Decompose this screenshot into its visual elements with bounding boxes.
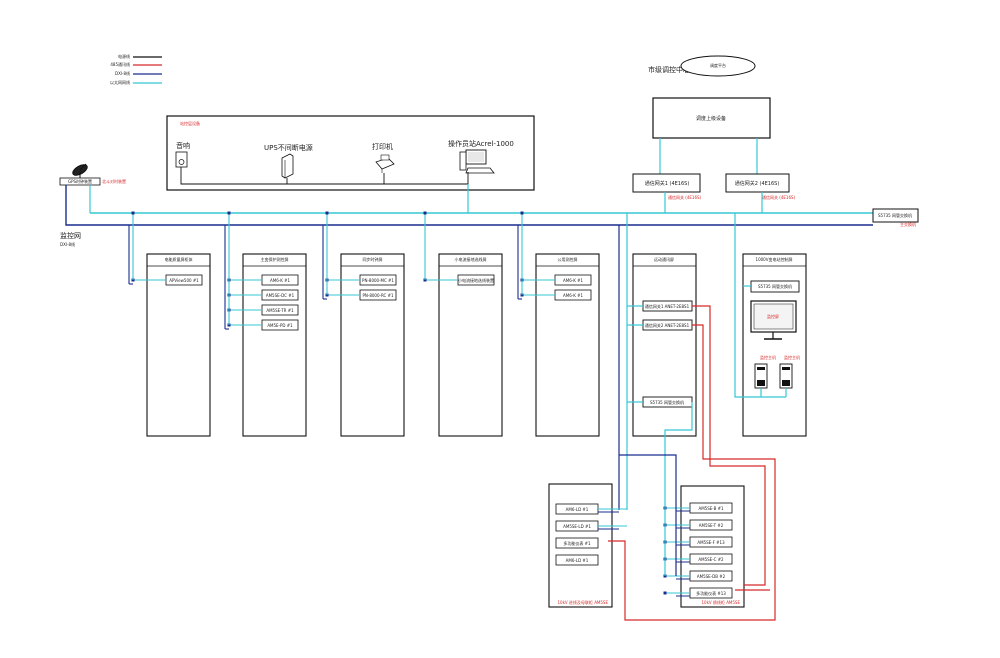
device-label: AM6-K #1 xyxy=(563,278,583,283)
cabinet-title: 小电流接地选线屏 xyxy=(455,256,487,262)
cabinet-title: 电能质量屏柜体 xyxy=(165,256,193,262)
device-label: PN-8000-MC #1 xyxy=(362,278,394,283)
legend-label-dxi: DXI-8线 xyxy=(115,70,130,76)
gateway1-note: 通信网关 (4E16S) xyxy=(668,194,702,200)
comm-gateway2-label: 通信网关2 ANET-2E8S1 xyxy=(645,322,690,328)
dispatch-equipment-box xyxy=(652,97,771,139)
bus-node xyxy=(227,211,231,215)
rs485-loop-2 xyxy=(608,324,776,621)
device-label: AM6-K #1 xyxy=(270,278,290,283)
host2-icon xyxy=(779,363,793,389)
gateway1-label: 通信网关1 (4E16S) xyxy=(645,180,690,187)
dispatch-center-label: 市级调控中心 xyxy=(648,65,690,74)
core-switch-box xyxy=(872,208,919,223)
legend-label-485: 485通讯线 xyxy=(110,61,130,67)
comm-switch-label: S5735 网管交换机 xyxy=(650,399,684,405)
cabinet-title: 主变保护测控屏 xyxy=(261,256,289,262)
monitoring-net-label: 监控网 xyxy=(60,231,81,240)
comm-gateway1-label: 通信网关1 ANET-2E8S1 xyxy=(645,303,690,309)
bus-node xyxy=(423,211,427,215)
field-device-label: AM5SE-F #13 xyxy=(697,540,725,545)
field-left-note: 10kV 进线及母联柜 AM5SE xyxy=(558,599,609,605)
core-switch-note: 主交换机 xyxy=(900,221,916,227)
rs485-loop-1 xyxy=(692,305,766,586)
comm-cabinet-box xyxy=(632,253,697,437)
ups-icon xyxy=(281,153,294,179)
field-device-box xyxy=(555,554,599,566)
comm-cabinet-title: 远动通讯屏 xyxy=(654,256,674,262)
junction-node xyxy=(663,591,667,595)
monitor-label: 监控屏 xyxy=(767,313,779,319)
field-device-label: AM6-LD #1 xyxy=(566,507,589,512)
dispatch-equipment-label: 调度上级设备 xyxy=(696,115,726,122)
dispatch-cloud-label: 调度平台 xyxy=(710,62,726,68)
core-switch-label: S5735 网管交换机 xyxy=(878,212,912,218)
device-label: APView500 #1 xyxy=(169,278,199,283)
bus-node xyxy=(520,211,524,215)
field-device-label: 多功能仪表 #1 xyxy=(563,540,591,546)
gps-clock-note: 北斗对时装置 xyxy=(102,178,126,184)
bus-node xyxy=(131,211,135,215)
station-room-bus xyxy=(180,167,469,185)
operator-station-label: 操作员站Acrel-1000 xyxy=(448,139,514,148)
gateway2-label: 通信网关2 (4E16S) xyxy=(735,180,780,187)
device-label: AM5SE-TR #1 xyxy=(266,308,294,313)
gps-clock-box xyxy=(59,177,101,186)
dispatch-cloud-icon xyxy=(680,55,756,77)
video-ethernet-trunk xyxy=(734,213,762,398)
cabinet-title: 同步时钟屏 xyxy=(363,256,383,262)
field-device-label: 多功能仪表 #13 xyxy=(696,590,726,596)
speaker-label: 音响 xyxy=(176,141,190,150)
cabinet-1: 电能质量屏柜体 APView500 #1 xyxy=(128,211,211,437)
field-device-box xyxy=(555,537,599,549)
dxi-bus-line xyxy=(65,185,873,226)
host1-label: 监控主机 xyxy=(760,354,776,360)
cabinet-title: 公用测控屏 xyxy=(558,256,578,262)
cabinet-5: 公用测控屏 AM6-K #1 AM6-K #1 xyxy=(517,211,600,437)
field-right-ethernet xyxy=(664,402,693,576)
device-label: 小电流接地选线装置 xyxy=(458,277,494,283)
device-label: AM5SE-DC #1 xyxy=(266,293,295,298)
field-right-note: 10kV 馈线柜 AM5SE xyxy=(702,599,741,605)
host1-icon xyxy=(754,363,768,389)
gateway2-box xyxy=(725,173,790,193)
video-cabinet-title: 1000V变电站控制屏 xyxy=(756,256,793,262)
monitoring-net-sub: DXI-8线 xyxy=(60,241,75,247)
legend-label-ethernet: 以太网网线 xyxy=(110,79,130,85)
field-device-label: AM5SE-T #2 xyxy=(699,523,724,528)
speaker-icon xyxy=(175,151,188,168)
device-label: AM5E-PD #1 xyxy=(267,323,293,328)
satellite-dish-icon xyxy=(72,163,88,178)
cabinet-2: 主变保护测控屏 AM6-K #1 AM5SE-DC #1 AM5SE-TR #1 AM5… xyxy=(224,211,307,437)
printer-label: 打印机 xyxy=(372,142,393,151)
gps-clock-label: GPS时钟装置 xyxy=(68,178,92,184)
field-device-label: AM5SE-LD #1 xyxy=(563,524,591,529)
field-left-devices: AM6-LD #1 AM5SE-LD #1 多功能仪表 #1 AM6-LD #1 xyxy=(555,503,627,566)
bus-node xyxy=(325,211,329,215)
gateway1-box xyxy=(632,173,701,193)
station-room-tag: 站控层设备 xyxy=(180,120,200,126)
device-label: AM6-K #1 xyxy=(563,293,583,298)
host2-label: 监控主机 xyxy=(784,354,800,360)
legend-label-power: 电源线 xyxy=(118,53,130,59)
cabinet-3: 同步时钟屏 PN-8000-MC #1 PN-8000-RC #1 xyxy=(322,211,405,437)
device-label: PN-8000-RC #1 xyxy=(362,293,393,298)
field-device-label: AM5SE-B #1 xyxy=(698,506,723,511)
field-device-label: AM6-LD #1 xyxy=(566,558,589,563)
field-right-dxi xyxy=(619,454,677,576)
workstation-icon xyxy=(459,149,495,174)
field-device-label: AM5SE-C #2 xyxy=(698,557,724,562)
cabinets-layer: 电能质量屏柜体 APView500 #1 主变保护测控屏 AM6-K #1 AM5SE-… xyxy=(128,211,600,437)
printer-icon xyxy=(375,154,395,173)
legend: 电源线 485通讯线 DXI-8线 以太网网线 xyxy=(110,53,162,85)
gateway2-note: 通信网关 (4E16S) xyxy=(762,194,796,200)
monitor-icon xyxy=(750,300,797,340)
video-switch-label: S5735 网管交换机 xyxy=(758,283,792,289)
field-device-label: AM5SE-DB #2 xyxy=(697,574,726,579)
ups-label: UPS不间断电源 xyxy=(264,143,313,152)
